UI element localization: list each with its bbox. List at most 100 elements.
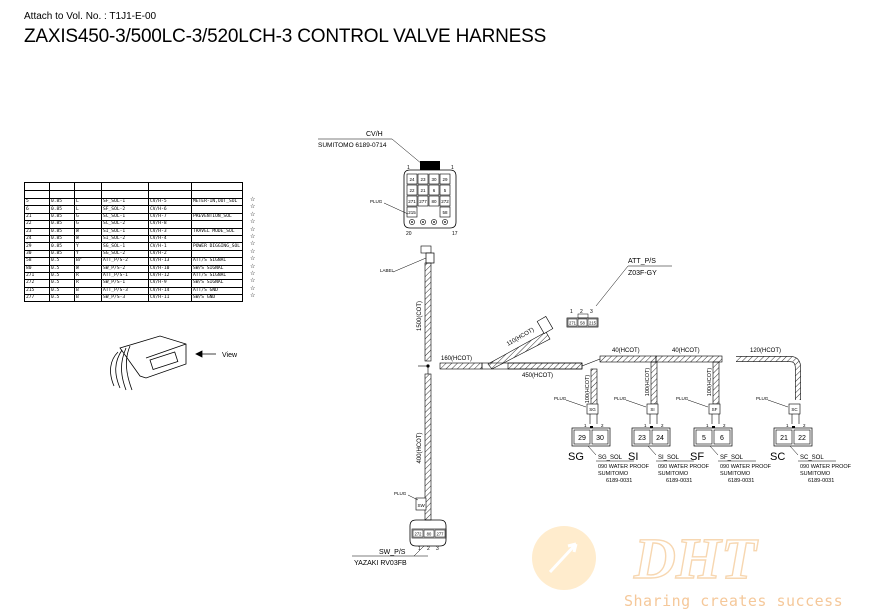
cvh-pin-cell <box>406 173 418 185</box>
cvh-pin-label: 29 <box>442 177 448 182</box>
valve-num-1: 1 <box>644 423 647 428</box>
valve-pin-cell <box>573 429 591 445</box>
watermark-text: Sharing creates success <box>624 592 844 610</box>
valve-pin-label: 29 <box>578 435 586 442</box>
valve-tag: SC <box>791 407 798 412</box>
valve-label: SI <box>628 451 638 463</box>
cvh-pin-label: 215 <box>408 210 416 215</box>
cvh-pin-label: 24 <box>409 177 415 182</box>
valve-part: 6189-0031 <box>666 478 692 484</box>
sw-num-2: 2 <box>427 546 430 552</box>
valve-pin-label: 21 <box>780 435 788 442</box>
cvh-pin-cell <box>439 206 451 218</box>
valve-plug-label: PLUG <box>614 396 627 401</box>
valve-maker: SUMITOMO <box>598 471 629 477</box>
valve-maker: SUMITOMO <box>720 471 751 477</box>
valve-tag-box <box>646 403 659 415</box>
valve-pin-cell <box>775 429 793 445</box>
valve-sol-label: SF_SOL <box>720 455 744 461</box>
cvh-pin-label: 58 <box>442 210 448 215</box>
length-160: 160(HCOT) <box>441 356 472 362</box>
valve-tag: SI <box>650 407 654 412</box>
valve-num-2: 2 <box>601 423 604 428</box>
branch-bundle <box>650 361 658 405</box>
att-ps-name: ATT_P/S <box>628 258 656 265</box>
branch-bundle <box>712 361 720 405</box>
valve-pin-cell <box>633 429 651 445</box>
cvh-pin-cell <box>428 184 440 196</box>
star-mark: ☆ <box>250 263 256 270</box>
sw-pin-cell <box>434 529 446 538</box>
star-mark: ☆ <box>250 248 256 255</box>
plug-dot <box>409 219 415 225</box>
sw-ps-part: YAZAKI RV03FB <box>354 560 407 567</box>
star-mark: ☆ <box>250 271 256 277</box>
valve-plug-label: PLUG <box>554 396 567 401</box>
star-mark: ☆ <box>250 256 256 263</box>
valve-pin-cell <box>591 429 609 445</box>
star-mark: ☆ <box>250 278 256 285</box>
length-100: 100(HCOT) <box>585 375 591 404</box>
valve-sol-label: SC_SOL <box>800 455 824 461</box>
sw-pin-label: 277 <box>437 532 445 537</box>
cvh-pin-cell <box>428 195 440 207</box>
att-ps-num-3: 3 <box>590 309 593 315</box>
att-ps-num-1: 1 <box>570 309 573 315</box>
label-callout: LABEL <box>380 268 395 273</box>
sw-plug-label: PLUG <box>394 491 407 496</box>
bundle-160 <box>439 362 483 370</box>
valve-pin-cell <box>713 429 731 445</box>
main-bundle-upper <box>424 262 432 362</box>
valve-tag-box <box>788 403 801 415</box>
valve-part: 6189-0031 <box>728 478 754 484</box>
page-title: ZAXIS450-3/500LC-3/520LCH-3 CONTROL VALV… <box>24 26 547 47</box>
cvh-pin-cell <box>428 173 440 185</box>
cvh-plug-label: PLUG <box>370 199 383 204</box>
valve-label: SG <box>568 451 584 463</box>
valve-num-1: 1 <box>584 423 587 428</box>
cvh-pin-cell <box>406 184 418 196</box>
valve-pin-label: 22 <box>798 435 806 442</box>
cvh-maker: SUMITOMO 6189-0714 <box>318 142 387 149</box>
att-pin-cell <box>587 318 598 327</box>
length-450: 450(HCOT) <box>522 373 553 379</box>
valve-waterproof: 090 WATER PROOF <box>658 464 710 470</box>
plug-dot-center <box>433 221 435 223</box>
valve-pin-label: 23 <box>638 435 646 442</box>
cvh-pin-label: 23 <box>420 177 426 182</box>
length-40a: 40(HCOT) <box>612 348 640 354</box>
length-40b: 40(HCOT) <box>672 348 700 354</box>
document-reference: Attach to Vol. No. : T1J1-E-00 <box>24 11 157 22</box>
valve-maker: SUMITOMO <box>658 471 689 477</box>
watermark-logo: DHT <box>532 525 760 592</box>
valve-pin-label: 30 <box>596 435 604 442</box>
sw-pin-label: 272 <box>415 532 423 537</box>
sw-ps-name: SW_P/S <box>379 549 406 556</box>
cvh-pin-cell <box>406 206 418 218</box>
cvh-pin-label: 30 <box>431 177 437 182</box>
att-ps-part: Z03F-GY <box>628 270 657 277</box>
star-mark: ☆ <box>250 219 256 226</box>
cvh-pin-label: 271 <box>408 199 416 204</box>
length-120: 120(HCOT) <box>750 348 781 354</box>
watermark-logo-text: DHT <box>633 526 759 591</box>
valve-num-1: 1 <box>786 423 789 428</box>
valve-part: 6189-0031 <box>808 478 834 484</box>
valve-waterproof: 090 WATER PROOF <box>800 464 852 470</box>
valve-tag-box <box>708 403 721 415</box>
cvh-pin-last: 1 <box>451 165 454 171</box>
plug-dot-center <box>444 221 446 223</box>
star-mark: ☆ <box>250 285 256 292</box>
label-tag <box>425 252 435 264</box>
star-mark: ☆ <box>250 204 256 211</box>
valve-part: 6189-0031 <box>606 478 632 484</box>
bundle-450 <box>507 362 583 370</box>
star-mark: ☆ <box>250 234 256 240</box>
